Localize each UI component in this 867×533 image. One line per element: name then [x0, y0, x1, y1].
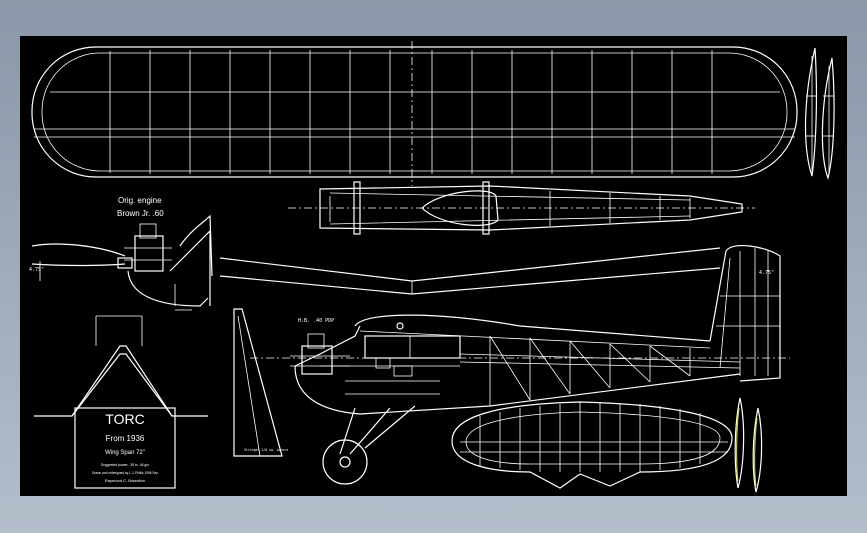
engine-note-line2: Brown Jr. .60 — [117, 209, 164, 218]
engine-note-line1: Orig. engine — [118, 196, 162, 205]
title-text: TORC — [105, 411, 144, 427]
small-note: Stringer 1/8 sq. spruce — [244, 448, 288, 452]
stabilizer-plan-view — [451, 401, 733, 489]
wing-ribs — [109, 41, 713, 186]
fuselage-side-view: H.B. .40 PDP — [250, 244, 790, 485]
wing-tip-sections — [804, 47, 835, 181]
notes-2-text: Drawn and redesigned by L.J. Phillis 199… — [92, 471, 158, 475]
wing-plan-view — [31, 41, 798, 186]
cad-viewport[interactable]: Orig. engine Brown Jr. .60 4.75" 4.75" — [20, 36, 847, 496]
notes-1-text: Suggested power: .35 to .46 glo — [101, 463, 149, 467]
dim-left: 4.75" — [29, 267, 44, 273]
designer-text: Raymond C. Brazelton — [105, 478, 145, 483]
side-engine-label: H.B. .40 PDP — [298, 318, 334, 324]
title-block: TORC From 1936 Wing Span 72" Suggested p… — [74, 407, 176, 489]
from-text: From 1936 — [106, 434, 145, 443]
wingspan-text: Wing Span 72" — [105, 450, 145, 456]
center-section-view — [34, 315, 208, 417]
dim-right: 4.75" — [759, 270, 774, 276]
nose-engine-detail: 4.75" — [29, 214, 213, 311]
strut-detail: Stringer 1/8 sq. spruce — [233, 308, 288, 457]
airfoil-sections — [734, 397, 763, 493]
wing-front-view: 4.75" — [219, 247, 774, 295]
drawing-canvas: Orig. engine Brown Jr. .60 4.75" 4.75" — [29, 41, 835, 493]
fuselage-top-view — [288, 181, 755, 235]
engine-note: Orig. engine Brown Jr. .60 — [117, 196, 164, 218]
